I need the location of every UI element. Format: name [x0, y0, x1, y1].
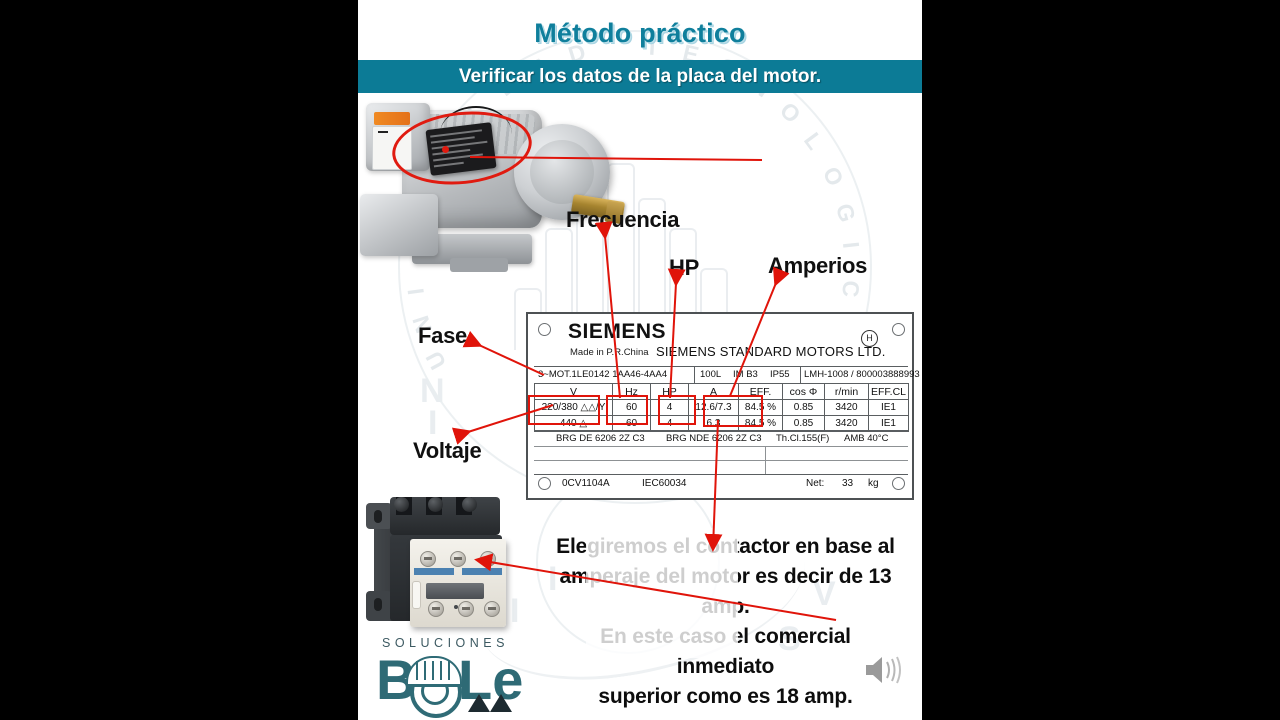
explanation-paragraph: Elegiremos el contactor en base al amper…: [553, 532, 898, 712]
logo-chevrons: [468, 694, 514, 712]
contactor-side-slot: [412, 581, 421, 609]
annotation-hp: HP: [669, 255, 699, 280]
nameplate-header-cell: EFF.CL: [868, 383, 909, 400]
insulation-class-icon: H: [861, 330, 878, 347]
watermark-letter: I: [428, 404, 438, 442]
ambient-temp: AMB 40°C: [844, 433, 889, 444]
slide-canvas: OVSIIMIN UNIVERSIDAD TECNOLOGICA Método …: [358, 0, 922, 720]
nameplate-blank-row: [534, 460, 908, 475]
contactor-screw: [458, 601, 474, 617]
watermark-char: G: [830, 200, 862, 226]
watermark-char: C: [837, 279, 865, 300]
nameplate-divider: [765, 446, 766, 474]
contactor-mounting-ear-top: [366, 503, 392, 529]
contactor-screw: [484, 601, 500, 617]
nameplate-mounting: IM B3: [733, 369, 758, 380]
annotation-fase: Fase: [418, 323, 467, 348]
nameplate-header-cell: cos Φ: [782, 383, 825, 400]
annotation-amperios: Amperios: [768, 253, 868, 278]
contactor-label-strip: [414, 568, 454, 575]
paragraph-line: amperaje del motor es decir de 13 amp.: [559, 565, 892, 618]
nameplate-data-cell: IE1: [868, 415, 909, 432]
watermark-char: U: [419, 346, 452, 374]
annotation-frecuencia: Frecuencia: [566, 207, 680, 232]
nameplate-serial: LMH-1008 / 800003888993 / 001: [804, 369, 922, 380]
nameplate-bearing-row: BRG DE 6206 2Z C3 BRG NDE 6206 2Z C3 Th.…: [534, 430, 908, 447]
motor-junction-box: [360, 194, 438, 256]
motor-end-bell-inner: [530, 140, 594, 204]
subtitle-bar: Verificar los datos de la placa del moto…: [358, 60, 922, 93]
annotation-voltaje: Voltaje: [413, 438, 482, 463]
nameplate-company: SIEMENS STANDARD MOTORS LTD.: [656, 344, 886, 359]
watermark-letter: N: [420, 372, 445, 410]
slide-title: Método práctico: [534, 18, 746, 48]
motor-foot-base: [450, 258, 508, 272]
contactor-photo: [366, 495, 526, 635]
nameplate-data-cell: IE1: [868, 399, 909, 416]
nameplate-model-row: 3~MOT.1LE0142 1AA46-4AA4 100L IM B3 IP55…: [534, 366, 922, 384]
paragraph-line: Elegiremos el contactor en base al: [556, 535, 895, 558]
speaker-icon[interactable]: [862, 652, 904, 688]
nameplate-hole: [538, 323, 551, 336]
paragraph-line: superior como es 18 amp.: [598, 685, 853, 708]
motor-cable: [440, 106, 512, 134]
bearing-de: BRG DE 6206 2Z C3: [556, 433, 645, 444]
motor-photo: [358, 98, 626, 293]
highlight-box-frequency: [606, 395, 648, 425]
hardhat-icon: [406, 656, 462, 687]
contactor-indicator-window: [426, 583, 484, 599]
nameplate-footer-row: 0CV1104A IEC60034 Net: 33 kg: [534, 474, 908, 495]
thermal-class: Th.Cl.155(F): [776, 433, 830, 444]
contactor-top-terminals: [390, 497, 482, 515]
watermark-char: L: [798, 127, 829, 156]
nameplate-made-in: Made in P.R.China: [570, 347, 649, 358]
highlight-box-amperes: [703, 395, 763, 427]
nameplate-data-cell: 0.85: [782, 399, 825, 416]
highlight-box-voltage: [528, 395, 600, 425]
watermark-char: O: [817, 162, 850, 191]
nameplate-code: 0CV1104A: [562, 478, 610, 489]
motor-info-label: [372, 126, 412, 170]
nameplate-hole: [892, 323, 905, 336]
logo: SOLUCIONES B Le: [370, 636, 523, 718]
nameplate-data-cell: 3420: [824, 399, 869, 416]
contactor-screw: [428, 601, 444, 617]
nameplate-motor-type: 3~MOT.1LE0142 1AA46-4AA4: [538, 369, 668, 380]
logo-wordmark: SOLUCIONES: [382, 636, 509, 650]
nameplate-pointer-dot: [442, 146, 449, 153]
nameplate-hole: [538, 477, 551, 490]
nameplate-data-cell: 84.5 %: [738, 415, 783, 432]
contactor-label-strip: [462, 568, 502, 575]
net-weight-unit: kg: [868, 478, 879, 489]
paragraph-line: En este caso el comercial inmediato: [600, 625, 851, 678]
nameplate-standard: IEC60034: [642, 478, 687, 489]
nameplate-protection: IP55: [770, 369, 790, 380]
nameplate-hole: [892, 477, 905, 490]
motor-warning-label: [374, 112, 410, 125]
contactor-screw: [420, 551, 436, 567]
highlight-box-hp: [658, 395, 696, 425]
contactor-screw: [450, 551, 466, 567]
motor-nameplate: SIEMENS Made in P.R.China SIEMENS STANDA…: [526, 312, 922, 500]
watermark-char: O: [774, 96, 807, 129]
watermark-letter: S: [778, 620, 801, 658]
contactor-marker-dot: [454, 605, 458, 609]
contactor-mounting-ear-bottom: [366, 591, 392, 621]
net-weight-label: Net:: [806, 478, 825, 489]
nameplate-brand: SIEMENS: [568, 320, 667, 343]
slide-subtitle: Verificar los datos de la placa del moto…: [458, 66, 822, 87]
net-weight-value: 33: [842, 478, 854, 489]
bearing-nde: BRG NDE 6206 2Z C3: [666, 433, 762, 444]
nameplate-header-cell: r/min: [824, 383, 869, 400]
nameplate-blank-row: [534, 446, 908, 461]
contactor-top-housing: [390, 497, 500, 535]
watermark-char: I: [837, 240, 865, 251]
nameplate-frame: 100L: [700, 369, 722, 380]
contactor-screw: [480, 551, 496, 567]
